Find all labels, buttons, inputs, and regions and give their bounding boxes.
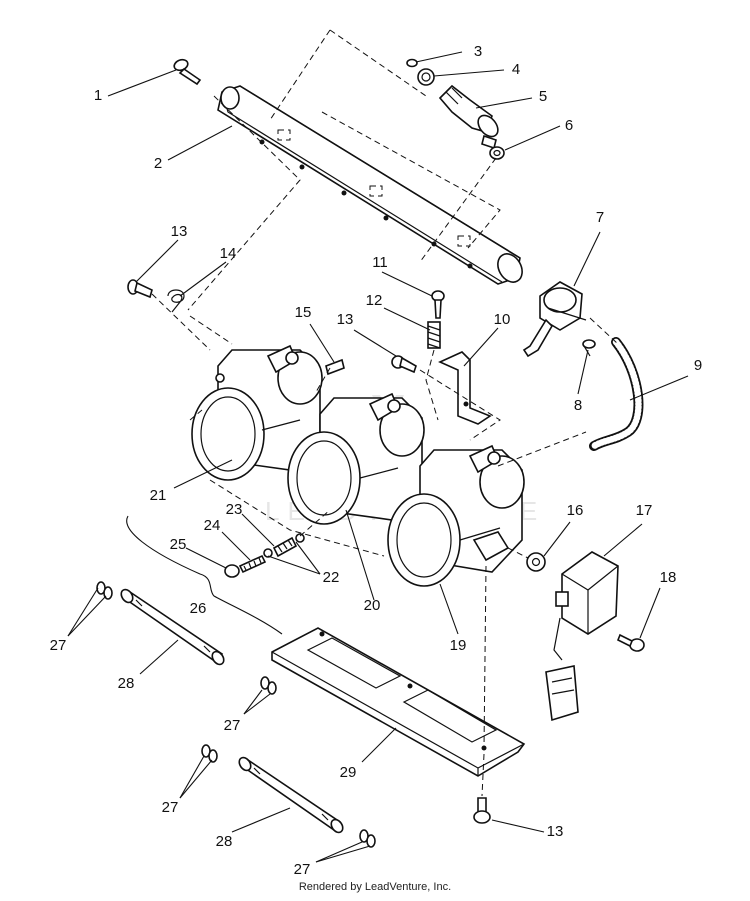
callout-24: 24 xyxy=(204,517,221,534)
adjuster-group xyxy=(224,533,305,578)
throttle-bracket xyxy=(438,351,492,425)
callout-20: 20 xyxy=(364,597,381,614)
callout-15: 15 xyxy=(295,304,312,321)
throttle-position-sensor xyxy=(545,551,619,722)
fuel-rail xyxy=(217,85,523,285)
callout-28-b: 28 xyxy=(216,833,233,850)
adjusting-screw xyxy=(431,290,445,319)
adjuster-screw xyxy=(238,554,267,574)
callout-13-top: 13 xyxy=(171,223,188,240)
injector-o-ring xyxy=(406,58,418,68)
mounting-bolt-upper xyxy=(127,279,153,299)
callout-13-bottom: 13 xyxy=(547,823,564,840)
footer-credit: Rendered by LeadVenture, Inc. xyxy=(298,881,452,893)
throttle-body-left xyxy=(191,344,323,481)
callout-28-a: 28 xyxy=(118,675,135,692)
spring-clip xyxy=(167,289,185,313)
transfer-tube-lower xyxy=(201,744,376,848)
mounting-bolt-lower xyxy=(473,797,491,824)
leader-lines xyxy=(67,51,689,863)
callout-16: 16 xyxy=(567,502,584,519)
callout-13-middle: 13 xyxy=(337,311,354,328)
bracket-bolt xyxy=(391,355,417,374)
callout-26: 26 xyxy=(190,600,207,617)
throttle-body-center xyxy=(287,392,425,525)
adjuster-nut xyxy=(224,564,240,578)
injector-cap xyxy=(417,68,435,86)
callout-6: 6 xyxy=(565,117,573,134)
callout-22: 22 xyxy=(323,569,340,586)
callout-27-c: 27 xyxy=(162,799,179,816)
mounting-plate xyxy=(271,627,526,777)
callout-8: 8 xyxy=(574,397,582,414)
callout-27-b: 27 xyxy=(224,717,241,734)
callout-4: 4 xyxy=(512,61,520,78)
callout-9: 9 xyxy=(694,357,702,374)
callout-1: 1 xyxy=(94,87,102,104)
idle-screw xyxy=(325,358,345,376)
pressure-regulator xyxy=(522,281,587,358)
fuel-injector xyxy=(438,84,499,150)
transfer-tube-upper xyxy=(96,581,277,695)
callout-18: 18 xyxy=(660,569,677,586)
callout-11: 11 xyxy=(372,254,388,271)
callout-7: 7 xyxy=(596,209,604,226)
callout-14: 14 xyxy=(220,245,237,262)
vacuum-hose xyxy=(589,337,644,451)
callout-23: 23 xyxy=(226,501,243,518)
callout-17: 17 xyxy=(636,502,653,519)
callout-25: 25 xyxy=(170,536,187,553)
callout-10: 10 xyxy=(494,311,511,328)
callout-27-d: 27 xyxy=(294,861,311,878)
callout-5: 5 xyxy=(539,88,547,105)
callout-27-a: 27 xyxy=(50,637,67,654)
callout-12: 12 xyxy=(366,292,383,309)
callout-19: 19 xyxy=(450,637,467,654)
adjusting-spring xyxy=(427,321,441,349)
regulator-screw xyxy=(582,339,596,357)
callout-21: 21 xyxy=(150,487,167,504)
callout-2: 2 xyxy=(154,155,162,172)
adjuster-washer xyxy=(263,548,273,558)
callout-29: 29 xyxy=(340,764,357,781)
callouts: 1 2 3 4 5 6 7 8 9 10 11 12 13 13 13 14 1… xyxy=(50,43,703,878)
sensor-washer xyxy=(526,552,546,572)
sensor-screw xyxy=(616,633,645,652)
rail-screw xyxy=(173,58,202,86)
callout-3: 3 xyxy=(474,43,482,60)
injector-seal xyxy=(489,146,505,160)
